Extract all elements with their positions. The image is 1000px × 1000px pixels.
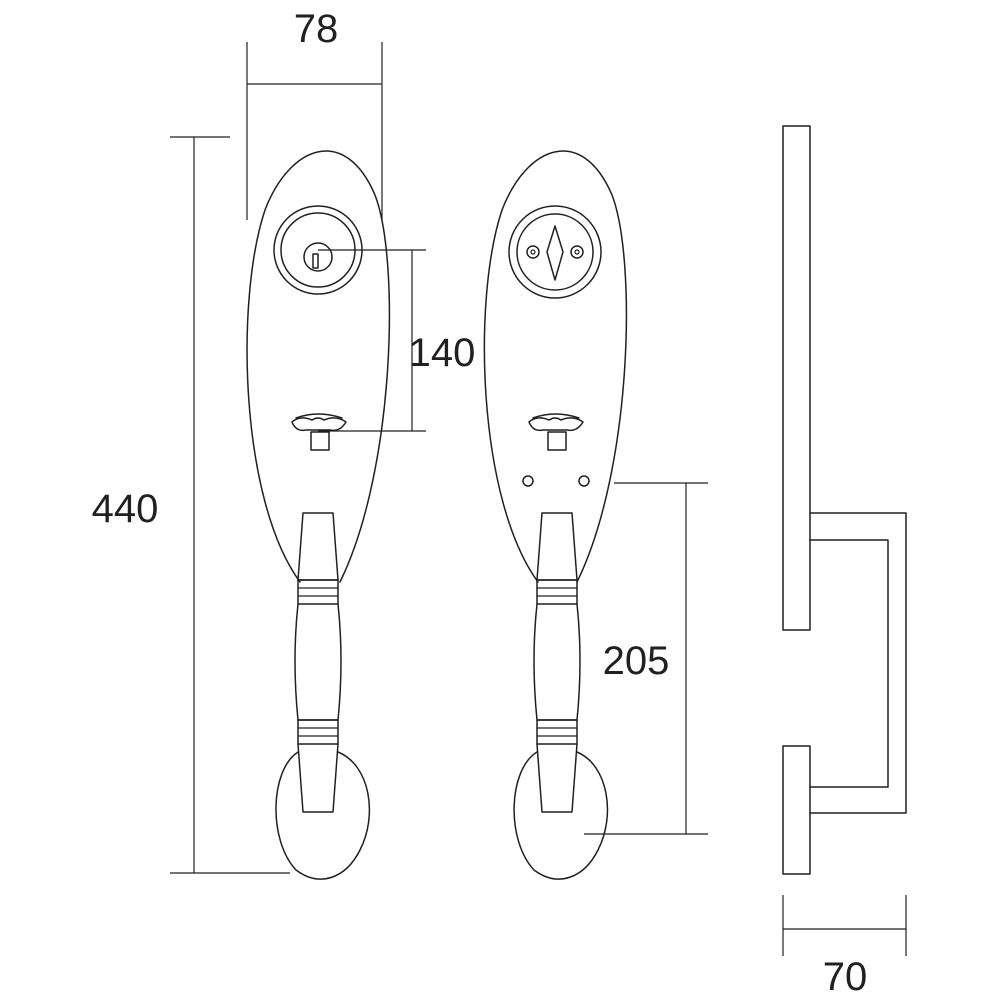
side-base-lower (782, 745, 811, 875)
dimension-label-70: 70 (823, 955, 868, 999)
side-handle-inner (809, 539, 889, 788)
grip-top (297, 512, 339, 581)
side-plate-upper (782, 125, 811, 631)
dimension-440: 440 (92, 136, 290, 874)
thumb-piece-wing (532, 413, 580, 419)
grip-top (536, 512, 578, 581)
screw-left-icon (526, 245, 540, 259)
dimension-78: 78 (246, 7, 383, 220)
grip-body (294, 603, 342, 721)
screw-right-dot (574, 249, 580, 255)
thumb-piece (291, 417, 347, 432)
bottom-base (275, 751, 371, 880)
thumb-piece-stem (310, 431, 330, 451)
thumbturn-rose-inner (516, 213, 594, 291)
escutcheon-plate (483, 150, 628, 583)
thumb-piece (528, 417, 584, 432)
thumbturn (546, 225, 564, 281)
grip-band-lower (536, 719, 578, 745)
escutcheon-plate (246, 150, 391, 583)
thumb-piece-wing (295, 413, 343, 419)
bottom-base (513, 751, 609, 880)
grip-bottom (297, 743, 339, 813)
dimension-label-78: 78 (294, 7, 339, 51)
dimension-140: 140 (318, 249, 476, 432)
dimension-205: 205 (584, 482, 708, 835)
side-handle-outer (809, 512, 907, 814)
grip-body (533, 603, 581, 721)
interior-handleset-front-view (483, 150, 628, 880)
dimension-label-440: 440 (92, 487, 159, 531)
side-view (782, 125, 907, 875)
thumbturn-rose-outer (508, 205, 602, 299)
exterior-handleset-front-view (246, 150, 391, 880)
screw-left-dot (530, 249, 536, 255)
dimension-label-140: 140 (409, 331, 476, 375)
grip-band-lower (297, 719, 339, 745)
dimension-label-205: 205 (603, 639, 670, 683)
grip-band-upper (297, 579, 339, 605)
screw-right-icon (570, 245, 584, 259)
mounting-hole-left (522, 475, 534, 487)
thumb-piece-stem (547, 431, 567, 451)
dimension-70: 70 (782, 895, 907, 999)
grip-bottom (536, 743, 578, 813)
keyhole-slot (312, 253, 319, 269)
keyhole-circle (303, 242, 333, 272)
grip-band-upper (536, 579, 578, 605)
mounting-hole-right (578, 475, 590, 487)
